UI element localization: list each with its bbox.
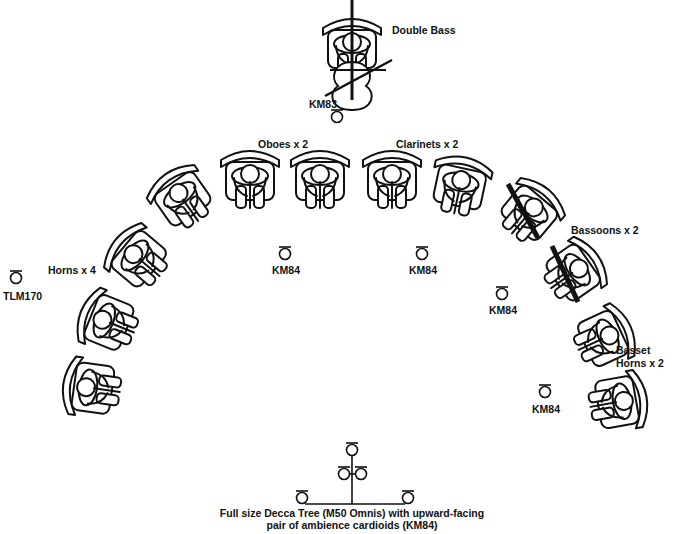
mic-label: KM84 [272, 264, 300, 277]
caption-note: Full size Decca Tree (M50 Omnis) with up… [212, 507, 492, 532]
horn-players [59, 158, 222, 421]
mic-label: TLM170 [3, 290, 42, 303]
decca-tree [296, 443, 414, 504]
instrument-label: Basset Horns x 2 [616, 344, 676, 369]
instrument-label: Oboes x 2 [258, 138, 308, 151]
oboe-players [221, 151, 349, 208]
instrument-label: Clarinets x 2 [396, 138, 458, 151]
spot-microphones [10, 110, 551, 398]
bassoon-players [490, 171, 615, 312]
mic-label: KM84 [532, 403, 560, 416]
mic-label: KM84 [409, 264, 437, 277]
mic-label: KM83 [309, 98, 337, 111]
instrument-label: Double Bass [392, 24, 456, 37]
mic-label: KM84 [489, 304, 517, 317]
double-bass-player [323, 0, 392, 110]
instrument-label: Bassoons x 2 [571, 224, 639, 237]
clarinet-players [363, 151, 494, 219]
instrument-label: Horns x 4 [48, 264, 96, 277]
